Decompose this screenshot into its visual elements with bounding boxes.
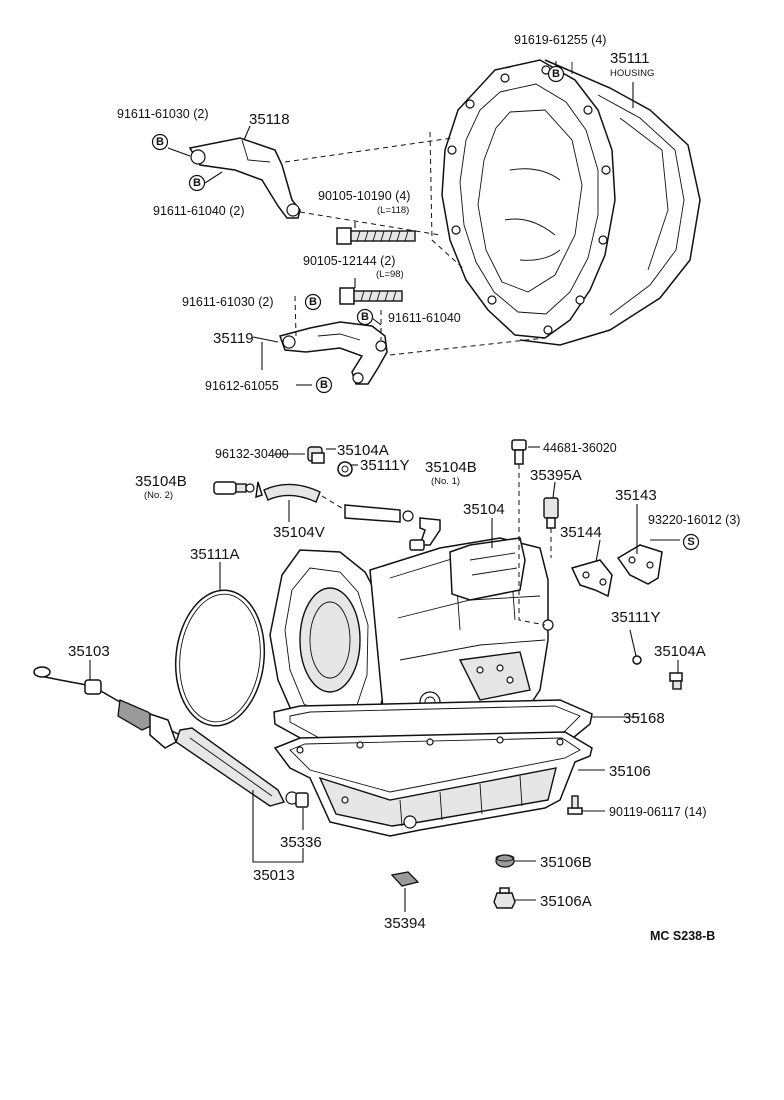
- label-35104B-no1-sub: (No. 1): [431, 476, 460, 487]
- bracket-35119: [279, 321, 388, 385]
- grommet-35336: [295, 792, 309, 808]
- label-91612-61055: 91612-61055: [205, 379, 279, 393]
- label-90119-06117: 90119-06117 (14): [609, 805, 707, 819]
- drain-plug-35106A: [493, 887, 516, 909]
- bracket-35118: [188, 137, 301, 219]
- label-35394: 35394: [384, 915, 426, 932]
- svg-text:B: B: [156, 136, 164, 148]
- label-35168: 35168: [623, 710, 665, 727]
- svg-text:B: B: [361, 311, 369, 323]
- badge-b-91611-61030-a: B: [151, 133, 169, 151]
- svg-text:B: B: [552, 68, 560, 80]
- label-35104A-mid: 35104A: [654, 643, 706, 660]
- badge-b-91611-61040-a: B: [188, 174, 206, 192]
- svg-text:B: B: [309, 296, 317, 308]
- label-35111Y-top: 35111Y: [360, 457, 410, 474]
- label-35144: 35144: [560, 524, 602, 541]
- union-35104B-no2: [213, 481, 263, 499]
- hose-35104V: [263, 483, 414, 523]
- badge-b-91612-61055: B: [315, 376, 333, 394]
- plug-35104A-top: [307, 446, 325, 464]
- transmission-case-35104: [269, 537, 554, 739]
- label-90105-10190-length: (L=118): [377, 205, 409, 216]
- label-35119: 35119: [213, 330, 254, 347]
- label-35104B-no1: 35104B: [425, 459, 477, 476]
- label-91611-61040-a: 91611-61040 (2): [153, 204, 245, 218]
- svg-text:B: B: [193, 177, 201, 189]
- label-35106A: 35106A: [540, 893, 592, 910]
- leader-lines: [89, 61, 680, 912]
- label-35104V: 35104V: [273, 524, 325, 541]
- o-ring-35111Y-mid: [632, 655, 642, 665]
- bolt-90119-06117: [567, 795, 583, 815]
- label-35111Y-mid: 35111Y: [611, 609, 661, 626]
- label-35104B-no2-sub: (No. 2): [144, 490, 173, 501]
- bolt-90105-10190: [336, 227, 416, 245]
- oil-pan-35106: [273, 731, 593, 837]
- label-35106: 35106: [609, 763, 651, 780]
- label-91611-61030-b: 91611-61030 (2): [182, 295, 274, 309]
- o-ring-35111Y-top: [337, 461, 353, 477]
- plate-35144: [570, 559, 613, 598]
- svg-text:S: S: [687, 536, 694, 548]
- footer-code: MC S238-B: [650, 929, 715, 943]
- label-35104: 35104: [463, 501, 505, 518]
- filler-tube-35013: [149, 712, 299, 807]
- label-35143: 35143: [615, 487, 657, 504]
- union-35104B-no1: [409, 517, 441, 551]
- badge-s-93220-16012: S: [682, 533, 700, 551]
- label-35336: 35336: [280, 834, 322, 851]
- badge-b-91611-61030-b: B: [304, 293, 322, 311]
- svg-text:B: B: [320, 379, 328, 391]
- breather-44681-36020: [511, 439, 546, 626]
- badge-b-91611-61040-b: B: [356, 308, 374, 326]
- housing-35111: [441, 59, 701, 346]
- label-35104A-top: 35104A: [337, 442, 389, 459]
- plate-35143: [616, 544, 663, 585]
- magnet-35394: [390, 871, 420, 887]
- label-90105-12144: 90105-12144 (2): [303, 254, 395, 268]
- label-90105-12144-length: (L=98): [376, 269, 404, 280]
- label-91611-61030-a: 91611-61030 (2): [117, 107, 209, 121]
- label-91611-61040-b: 91611-61040: [388, 311, 461, 325]
- callout-labels: 91619-61255 (4) 35111 HOUSING 91611-6103…: [68, 33, 740, 943]
- badge-b-91619: B: [547, 65, 565, 83]
- label-35118: 35118: [249, 111, 290, 128]
- label-93220-16012: 93220-16012 (3): [648, 513, 740, 527]
- label-35103: 35103: [68, 643, 110, 660]
- plug-35104A-mid: [669, 672, 683, 690]
- label-44681-36020: 44681-36020: [543, 441, 617, 455]
- label-90105-10190: 90105-10190 (4): [318, 189, 410, 203]
- sensor-35395A: [543, 497, 559, 558]
- assembly-lines-upper: [284, 65, 546, 356]
- label-35111A: 35111A: [190, 546, 240, 563]
- label-35013: 35013: [253, 867, 295, 884]
- o-ring-35111A: [174, 589, 266, 727]
- washer-35106B: [495, 854, 515, 868]
- label-91619-61255: 91619-61255 (4): [514, 33, 606, 47]
- label-35111: 35111: [610, 50, 650, 67]
- label-35111-housing: HOUSING: [610, 68, 654, 79]
- label-35104B-no2: 35104B: [135, 473, 187, 490]
- label-35395A: 35395A: [530, 467, 582, 484]
- label-35106B: 35106B: [540, 854, 592, 871]
- bolt-90105-12144: [339, 287, 403, 305]
- label-96132-30400: 96132-30400: [215, 447, 289, 461]
